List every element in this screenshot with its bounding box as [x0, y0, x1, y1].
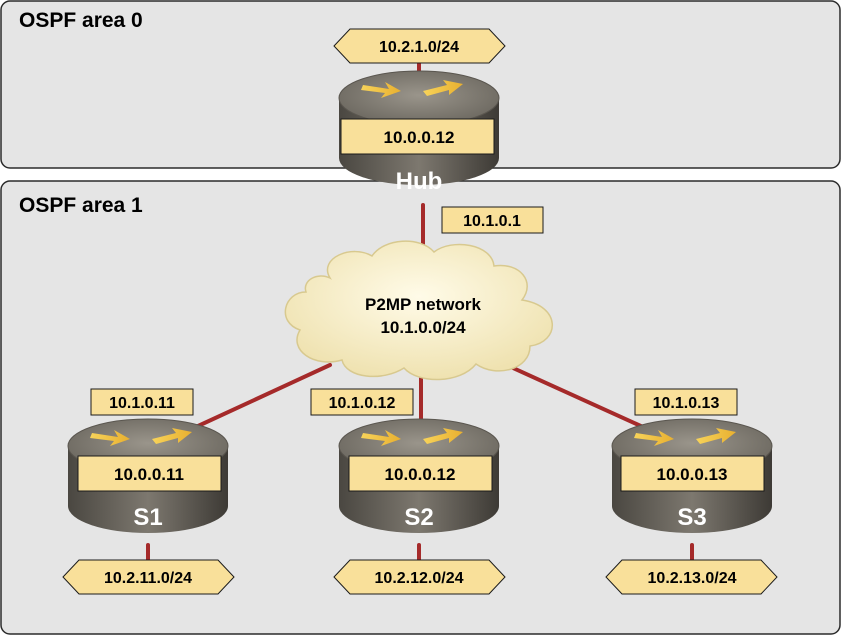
hub-router-id: 10.0.0.12	[384, 128, 455, 147]
s1-cloud-link	[183, 363, 332, 434]
s2-lan-label: 10.2.12.0/24	[375, 570, 464, 587]
s2-router-name: S2	[404, 504, 433, 531]
p2mp-cloud-icon	[284, 240, 553, 381]
hub-lan-label: 10.2.1.0/24	[379, 39, 459, 56]
s1-router-id-box	[77, 455, 222, 492]
s3-cloud-link	[500, 361, 656, 434]
s3-router-name: S3	[677, 504, 706, 531]
hub-p2mp-ip: 10.1.0.1	[463, 213, 521, 230]
hub-lan-tag	[333, 28, 506, 64]
s1-lan-label: 10.2.11.0/24	[104, 570, 192, 587]
s3-lan-tag	[605, 559, 778, 595]
s1-p2mp-ip: 10.1.0.11	[109, 395, 175, 412]
s2-router-id: 10.0.0.12	[385, 465, 456, 484]
hub-router-id-box	[340, 118, 495, 155]
s1-router-id: 10.0.0.11	[114, 465, 184, 484]
area0-title: OSPF area 0	[19, 9, 143, 32]
s3-lan-label: 10.2.13.0/24	[648, 570, 737, 587]
hub-p2mp-ip-box	[441, 206, 544, 234]
s3-router-id: 10.0.0.13	[657, 465, 728, 484]
cloud-label-subnet: 10.1.0.0/24	[380, 318, 466, 337]
s3-router-id-box	[620, 455, 765, 492]
s2-p2mp-ip: 10.1.0.12	[329, 395, 396, 412]
s1-router-name: S1	[133, 504, 162, 531]
s2-p2mp-ip-box	[310, 388, 414, 416]
s1-lan-tag	[62, 559, 235, 595]
area1-title: OSPF area 1	[19, 194, 143, 217]
s2-router-id-box	[348, 455, 493, 492]
cloud-label-network: P2MP network	[365, 295, 481, 314]
s3-p2mp-ip-box	[634, 388, 738, 416]
s2-lan-tag	[333, 559, 506, 595]
hub-router-name: Hub	[396, 168, 443, 195]
s1-p2mp-ip-box	[90, 388, 194, 416]
s3-p2mp-ip: 10.1.0.13	[653, 395, 720, 412]
